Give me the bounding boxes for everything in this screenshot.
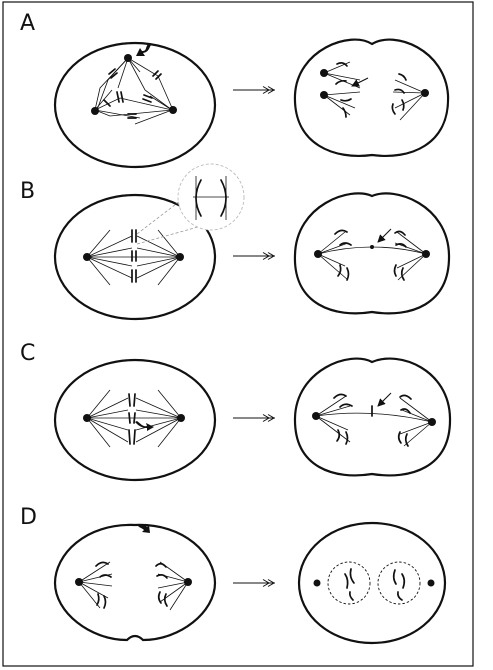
centrosome-a-right: [169, 106, 177, 114]
panel-label-a: A: [20, 11, 35, 36]
centrosome-a-right-2: [320, 91, 328, 99]
nucleus-d-1: [327, 561, 371, 605]
chromosomes-c-right: [333, 393, 412, 447]
centrosome-a-left: [91, 107, 99, 115]
zoom-line-b-1: [136, 190, 194, 235]
chromosomes-b-right: [334, 229, 407, 281]
centrosome-b-right-1: [314, 250, 322, 258]
panel-c: C: [20, 341, 452, 482]
panel-label-c: C: [20, 341, 35, 366]
cell-a-left: [53, 41, 217, 169]
centrosome-c-left: [83, 414, 91, 422]
curved-pointer-icon-a: [136, 44, 151, 56]
centrosome-a-right-1: [320, 69, 328, 77]
cell-d-left: [53, 523, 217, 642]
panel-a: A: [20, 11, 450, 169]
centrosome-b-right: [176, 253, 184, 261]
pointer-arrow-a: [351, 77, 369, 87]
panel-d: D: [20, 505, 447, 645]
chromosomes-a-left: [103, 68, 162, 119]
centrosome-d-right-1: [313, 579, 321, 587]
midbody-dot-b: [370, 245, 374, 249]
spindle-fibers-a-right: [323, 61, 426, 121]
centrosome-b-left: [83, 253, 91, 261]
spindle-fibers-c-right: [315, 395, 433, 447]
panel-label-d: D: [20, 505, 37, 530]
chromosomes-d-right: [344, 568, 406, 601]
zoomed-chromosome-b: [193, 176, 229, 220]
nucleus-d-2: [377, 561, 421, 605]
cell-c-right: [293, 357, 452, 477]
cell-b-right: [293, 192, 451, 315]
chromosomes-b-left: [131, 229, 137, 283]
centrosome-c-right-1: [312, 412, 320, 420]
spindle-fibers-a-left: [94, 57, 174, 125]
centrosome-c-right: [177, 414, 185, 422]
curved-pointer-icon-d: [138, 524, 150, 533]
curved-pointer-icon-c: [135, 421, 154, 431]
centrosome-d-right-2: [427, 579, 435, 587]
centrosome-a-top: [124, 54, 132, 62]
spindle-fibers-b-right: [317, 231, 427, 281]
centrosome-b-right-2: [422, 250, 430, 258]
chromosomes-d-left: [95, 561, 168, 609]
panel-b: B: [20, 163, 451, 321]
pointer-arrow-c: [377, 392, 392, 407]
centrosome-c-right-2: [428, 418, 436, 426]
pointer-arrow-b: [377, 228, 392, 243]
zoom-line-b-2: [136, 224, 206, 245]
chromosomes-a-right: [335, 62, 407, 118]
chromosomes-c-left: [128, 393, 136, 445]
figure-frame: [2, 1, 474, 667]
cell-a-right: [293, 38, 450, 157]
cell-d-right: [297, 521, 447, 645]
centrosome-d-left: [75, 578, 83, 586]
centrosome-d-right: [184, 578, 192, 586]
spindle-fibers-b-left: [86, 229, 181, 286]
centrosome-a-right-3: [421, 89, 429, 97]
panel-label-b: B: [20, 179, 35, 204]
